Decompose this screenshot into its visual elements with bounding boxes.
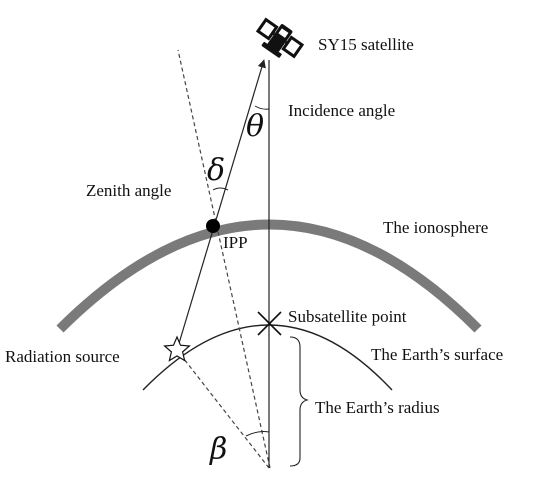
subsatellite-point-label: Subsatellite point bbox=[288, 307, 407, 326]
line-of-sight bbox=[176, 59, 266, 351]
beta-symbol: β bbox=[209, 432, 227, 467]
theta-symbol: θ bbox=[246, 109, 264, 144]
radiation-source-label: Radiation source bbox=[5, 347, 120, 366]
theta-angle-arc bbox=[254, 105, 270, 110]
ipp-marker bbox=[206, 219, 220, 233]
ipp-label: IPP bbox=[223, 233, 248, 252]
x-cross-marker bbox=[257, 311, 282, 336]
zenith-angle-label: Zenith angle bbox=[86, 181, 171, 200]
ionosphere-label: The ionosphere bbox=[383, 218, 488, 237]
delta-angle-arc bbox=[212, 187, 229, 191]
earth-radius-label: The Earth’s radius bbox=[315, 398, 440, 417]
satellite-label: SY15 satellite bbox=[318, 35, 414, 54]
star-outline-icon bbox=[163, 335, 191, 362]
dashed-source-line bbox=[177, 49, 271, 469]
source-radius-line bbox=[176, 349, 270, 469]
earth-surface-label: The Earth’s surface bbox=[371, 345, 503, 364]
delta-symbol: δ bbox=[207, 153, 225, 188]
beta-angle-arc bbox=[245, 431, 270, 437]
incidence-angle-label: Incidence angle bbox=[288, 101, 395, 120]
satellite-icon bbox=[255, 17, 305, 59]
earth-radius-brace bbox=[289, 336, 309, 467]
